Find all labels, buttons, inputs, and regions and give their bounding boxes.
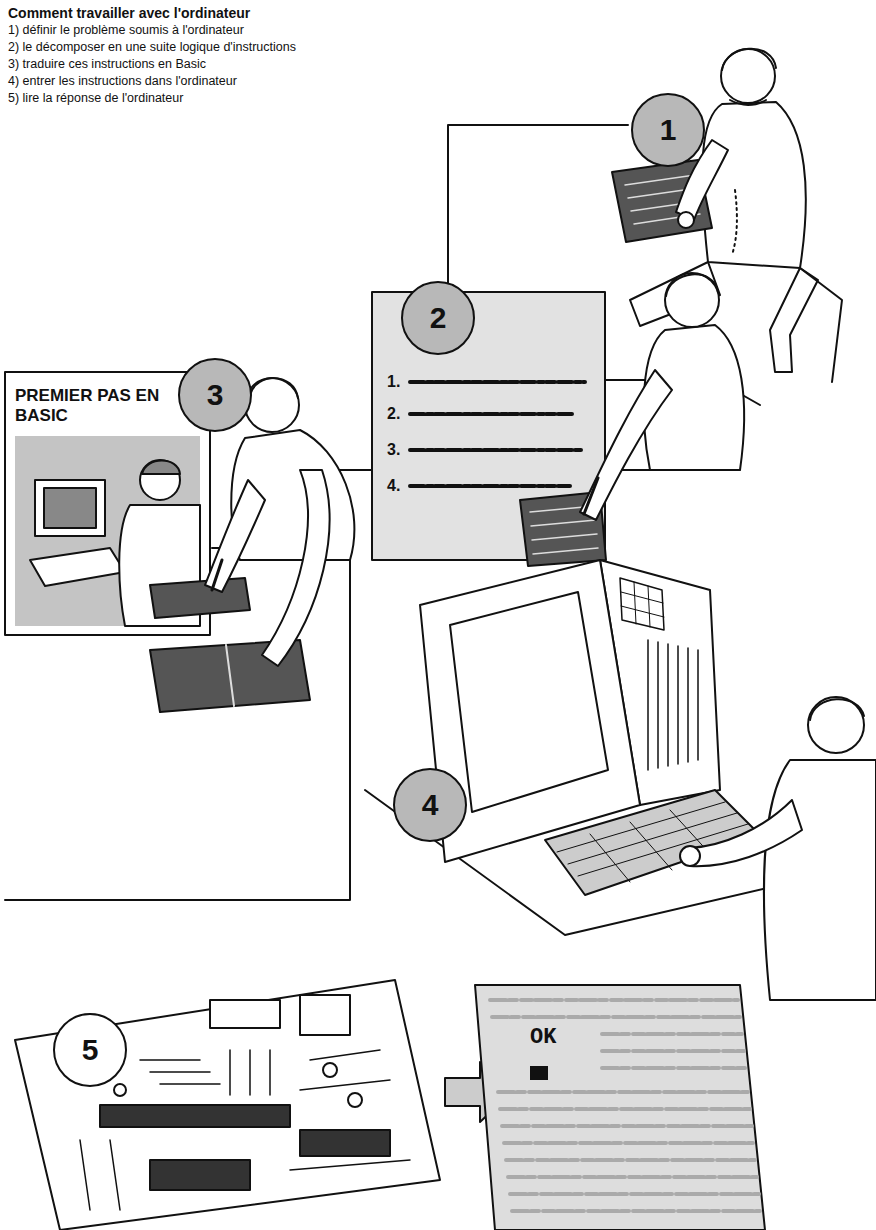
person-studying-part bbox=[226, 645, 234, 706]
circuit-board-part bbox=[150, 1160, 250, 1190]
book-cover-drawing-part bbox=[44, 488, 96, 528]
instruction-sheet-text: 3. bbox=[387, 440, 605, 460]
person-typing bbox=[680, 697, 876, 1000]
person-typing-part bbox=[808, 697, 864, 753]
book-cover-drawing-part bbox=[35, 480, 105, 536]
instruction-sheet: 1. 2. 3. 4. bbox=[372, 292, 605, 560]
line-art bbox=[5, 49, 876, 1230]
person-reading-part bbox=[702, 102, 806, 268]
book-cover-drawing-part bbox=[30, 548, 125, 586]
person-studying-part bbox=[212, 560, 222, 590]
circuit-board-part bbox=[80, 1050, 410, 1210]
circuit-board-part bbox=[15, 980, 440, 1230]
person-reading-part bbox=[800, 268, 842, 382]
step-text: 4) entrer les instructions dans l'ordina… bbox=[8, 73, 448, 90]
circuit-board-part bbox=[114, 1084, 126, 1096]
step-text: 3) traduire ces instructions en Basic bbox=[8, 56, 448, 73]
circuit-board-part bbox=[300, 995, 350, 1035]
book-cover-drawing-part bbox=[142, 461, 180, 475]
circuit-board-part bbox=[210, 1000, 280, 1028]
person-writing-part bbox=[580, 370, 672, 520]
step-list: Comment travailler avec l'ordinateur1) d… bbox=[8, 4, 448, 107]
instruction-sheet-text: 2. bbox=[387, 404, 605, 424]
callout-number: 5 bbox=[82, 1034, 99, 1066]
step-text: 5) lire la réponse de l'ordinateur bbox=[8, 90, 448, 107]
circuit-board-part bbox=[100, 1105, 290, 1127]
screen-drawing-part bbox=[530, 1066, 548, 1080]
person-studying-part bbox=[245, 378, 299, 432]
person-reading bbox=[612, 49, 842, 382]
computer-part bbox=[620, 578, 664, 630]
person-studying-part bbox=[250, 378, 298, 398]
book-cover-drawing-part bbox=[140, 460, 180, 500]
screen-drawing-part bbox=[475, 985, 765, 1230]
computer bbox=[365, 560, 780, 935]
circuit-board-part bbox=[348, 1093, 362, 1107]
callout-number: 2 bbox=[430, 302, 447, 334]
step-number-circle: 3 bbox=[178, 358, 252, 432]
book-cover: PREMIER PAS EN BASIC bbox=[5, 372, 210, 635]
person-typing-part bbox=[690, 800, 802, 866]
screen-display-text: OK bbox=[530, 1025, 765, 1051]
person-typing-part bbox=[764, 760, 876, 1000]
person-reading-part bbox=[730, 100, 766, 105]
person-reading-part bbox=[721, 49, 775, 103]
person-studying-part bbox=[205, 480, 265, 592]
screen-display: OK bbox=[475, 985, 765, 1230]
step-number-circle: 2 bbox=[401, 281, 475, 355]
person-typing-part bbox=[810, 699, 864, 720]
person-writing-part bbox=[584, 478, 598, 514]
person-reading-part bbox=[722, 49, 776, 70]
callout-number: 1 bbox=[660, 114, 677, 146]
instruction-sheet-text: 1. bbox=[387, 372, 605, 392]
callout-number: 4 bbox=[422, 789, 439, 821]
person-reading-part bbox=[678, 212, 694, 228]
computer-part bbox=[621, 582, 664, 627]
circuit-board-part bbox=[323, 1063, 337, 1077]
person-writing-part bbox=[665, 273, 719, 327]
step-number-circle: 1 bbox=[631, 93, 705, 167]
circuit-board bbox=[15, 980, 440, 1230]
person-studying bbox=[150, 378, 354, 712]
screen-drawing bbox=[475, 985, 765, 1230]
title: Comment travailler avec l'ordinateur bbox=[8, 4, 448, 22]
person-writing-part bbox=[666, 274, 718, 296]
instruction-sheet-drawing-part bbox=[410, 382, 585, 486]
person-studying-part bbox=[262, 470, 329, 666]
step-text: 1) définir le problème soumis à l'ordina… bbox=[8, 22, 448, 39]
person-reading-part bbox=[630, 262, 720, 326]
step-number-circle: 4 bbox=[393, 768, 467, 842]
person-writing bbox=[520, 273, 744, 566]
panel-frame-part bbox=[448, 125, 628, 292]
person-typing-part bbox=[680, 846, 700, 866]
step-number-circle: 5 bbox=[53, 1013, 127, 1087]
computer-part bbox=[648, 640, 698, 770]
person-reading-part bbox=[770, 268, 818, 372]
person-studying-part bbox=[150, 578, 250, 618]
callout-number: 3 bbox=[207, 379, 224, 411]
book-cover-text: PREMIER PAS EN BASIC bbox=[15, 386, 183, 426]
step-text: 2) le décomposer en une suite logique d'… bbox=[8, 39, 448, 56]
person-reading-part bbox=[732, 190, 737, 255]
computer-part bbox=[450, 592, 608, 812]
circuit-board-part bbox=[300, 1130, 390, 1156]
instruction-sheet-text: 4. bbox=[387, 476, 605, 496]
